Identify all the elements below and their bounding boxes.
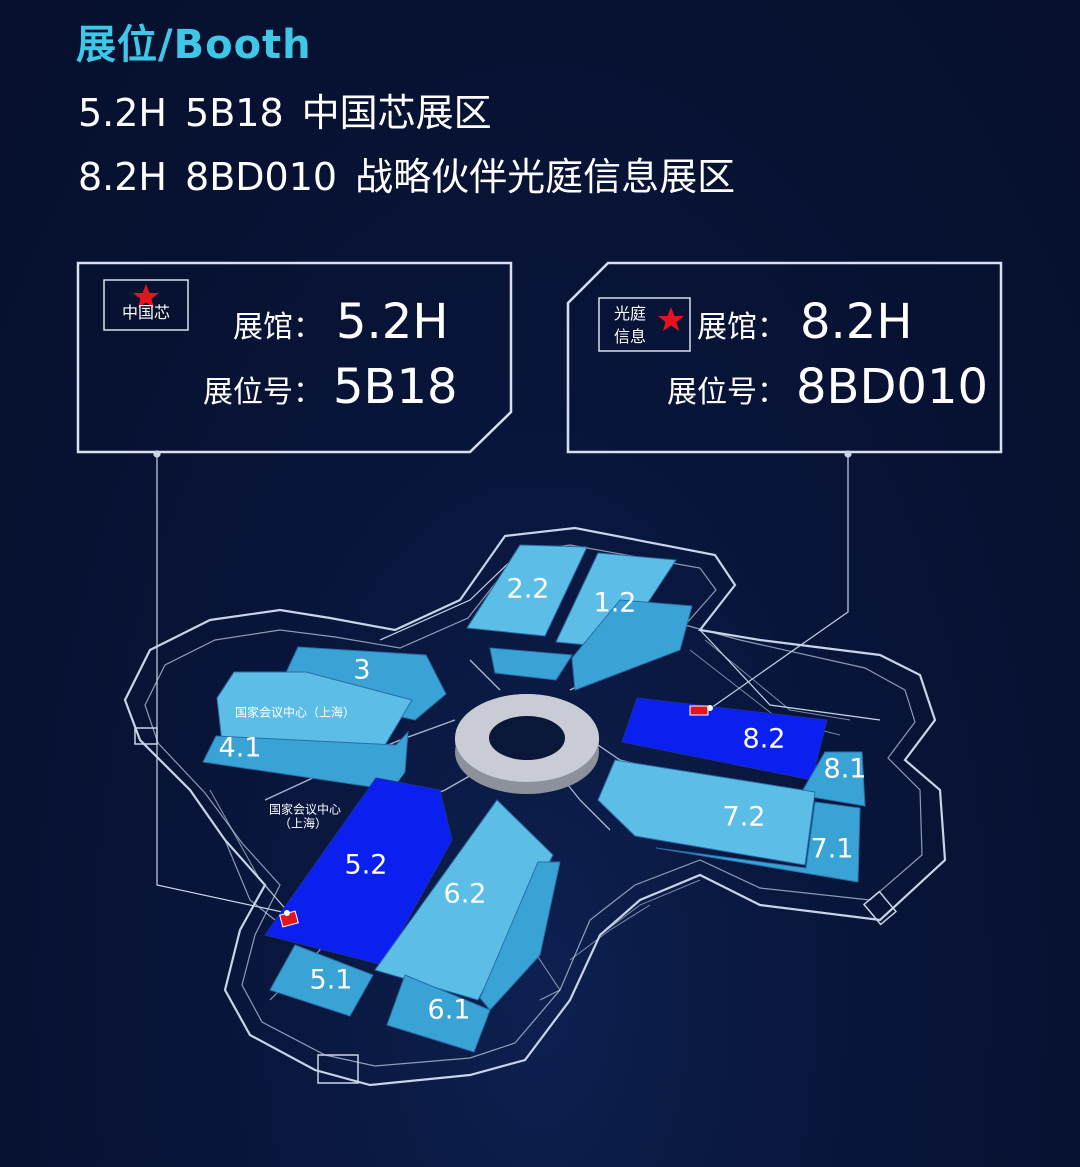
hall-label-7-2: 7.2 (723, 802, 766, 833)
guangting-badge-line1: 光庭 (614, 304, 646, 323)
booth-marker-8-2 (689, 705, 709, 716)
leader-lines (153, 450, 852, 914)
hall-label-6-1: 6.1 (428, 995, 471, 1026)
booth-line-2-booth: 8BD010 (185, 155, 338, 199)
venue-label: 国家会议中心（上海） (235, 705, 355, 720)
hall-6-2 (374, 799, 554, 1001)
card-2-hall-value: 8.2H (800, 294, 912, 350)
card-1-booth-label: 展位号： (203, 375, 323, 410)
hall-6-1 (386, 974, 491, 1053)
booth-line-1-zone: 中国芯展区 (301, 91, 492, 135)
hall-labels: 2.2 1.2 3 国家会议中心（上海） 4.1 8.2 8.1 7.2 7.1… (219, 574, 867, 1026)
hall-5-2-highlighted (264, 777, 453, 966)
hall-7-2 (597, 759, 816, 866)
china-chip-badge (103, 279, 189, 331)
booth-line-1: 5.2H 5B18 中国芯展区 (78, 82, 510, 137)
red-star-icon (658, 307, 684, 331)
booth-markers (279, 705, 713, 928)
card-2-booth-label: 展位号： (667, 375, 787, 410)
hall-label-8-1: 8.1 (824, 754, 867, 785)
central-ring (455, 694, 599, 794)
hall-label-6-2: 6.2 (444, 879, 487, 910)
hall-5-1 (269, 944, 374, 1017)
guangting-badge (598, 297, 691, 352)
hall-label-8-2: 8.2 (743, 724, 786, 755)
guangting-badge-line2: 信息 (614, 327, 646, 346)
booth-line-1-booth: 5B18 (185, 91, 284, 135)
china-chip-badge-text: 中国芯 (122, 303, 170, 322)
hall-label-5-1: 5.1 (310, 965, 353, 996)
booth-card-1: 中国芯 展馆： 5.2H 展位号： 5B18 (76, 261, 513, 454)
hall-2-1 (489, 647, 573, 681)
booth-line-2: 8.2H 8BD010 战略伙伴光庭信息展区 (78, 146, 753, 201)
hall-label-7-1: 7.1 (811, 834, 854, 865)
hall-label-5-2: 5.2 (345, 850, 388, 881)
red-star-icon (133, 284, 159, 308)
section-heading: 展位/Booth (76, 22, 312, 68)
booth-line-2-zone: 战略伙伴光庭信息展区 (355, 155, 736, 199)
hall-2-2 (466, 544, 588, 637)
card-1-hall-label: 展馆： (233, 310, 323, 345)
hall-6-2-side (479, 861, 561, 1011)
hall-1-1 (571, 599, 693, 691)
hall-label-3: 3 (353, 655, 370, 686)
card-2-booth-value: 8BD010 (796, 359, 988, 415)
booth-line-1-hall: 5.2H (78, 91, 168, 135)
card-1-booth-value: 5B18 (333, 359, 458, 415)
hall-label-4-1: 4.1 (219, 733, 262, 764)
hall-label-1-2: 1.2 (594, 588, 637, 619)
hall-4-1 (202, 730, 409, 791)
venue-label-small-line1: 国家会议中心 (269, 802, 341, 817)
halls (202, 544, 866, 1053)
card-1-hall-value: 5.2H (336, 294, 448, 350)
booth-card-2: 光庭 信息 展馆： 8.2H 展位号： 8BD010 (566, 261, 1003, 454)
booth-line-2-hall: 8.2H (78, 155, 168, 199)
hall-7-1 (655, 801, 861, 883)
venue-label-small-line2: （上海） (279, 816, 327, 831)
card-2-hall-label: 展馆： (697, 310, 787, 345)
hall-8-1 (799, 751, 866, 807)
hall-label-2-2: 2.2 (507, 574, 550, 605)
